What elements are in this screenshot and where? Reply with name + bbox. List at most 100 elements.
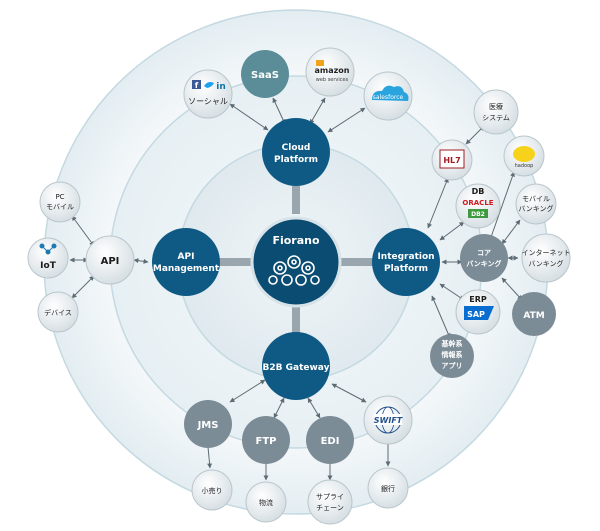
mobile-banking-line2: バンキング bbox=[518, 204, 553, 213]
node-retail[interactable]: 小売り bbox=[191, 469, 233, 511]
arrow-hl7 bbox=[427, 177, 449, 229]
node-core-banking[interactable]: コア バンキング bbox=[460, 234, 508, 282]
ftp-circle bbox=[242, 416, 290, 464]
gears-icon bbox=[268, 255, 320, 286]
node-medical[interactable]: 医療 システム bbox=[473, 89, 519, 135]
db-circle bbox=[455, 183, 501, 229]
node-bank[interactable]: 銀行 bbox=[367, 467, 409, 509]
node-db[interactable]: DB ORACLE DB2 bbox=[455, 183, 501, 229]
core-banking-circle bbox=[460, 234, 508, 282]
arrow-b2b-edi bbox=[307, 397, 321, 419]
bank-label: 銀行 bbox=[381, 484, 395, 493]
arrow-db bbox=[439, 221, 465, 241]
pc-mobile-circle bbox=[39, 181, 81, 223]
core-info-line1: 基幹系 bbox=[441, 339, 463, 348]
retail-circle bbox=[191, 469, 233, 511]
node-jms[interactable]: JMS bbox=[184, 400, 232, 448]
node-pc-mobile[interactable]: PC モバイル bbox=[39, 181, 81, 223]
hub-cloud-line2: Platform bbox=[274, 155, 318, 165]
iot-network-icon bbox=[39, 243, 57, 255]
internet-banking-line2: バンキング bbox=[528, 259, 563, 268]
edi-label: EDI bbox=[321, 436, 340, 447]
sap-label: SAP bbox=[467, 310, 485, 319]
node-iot[interactable]: IoT bbox=[27, 237, 69, 279]
mobile-banking-circle bbox=[515, 183, 557, 225]
core-info-line3: アプリ bbox=[442, 361, 463, 370]
arrow-hl7-medical bbox=[465, 125, 485, 145]
node-internet-banking[interactable]: インターネット バンキング bbox=[521, 233, 571, 283]
pc-mobile-line2: モバイル bbox=[46, 203, 74, 211]
hub-b2b-gateway[interactable]: B2B Gateway bbox=[262, 332, 330, 400]
db-label: DB bbox=[472, 187, 485, 196]
center-label: Fiorano bbox=[272, 234, 320, 247]
medical-line2: システム bbox=[482, 114, 510, 122]
hub-api-circle bbox=[152, 228, 220, 296]
node-erp[interactable]: ERP SAP bbox=[455, 289, 501, 335]
arrow-api-device bbox=[71, 275, 95, 299]
supply-chain-circle bbox=[307, 479, 353, 525]
atm-label: ATM bbox=[523, 311, 544, 321]
atm-circle bbox=[512, 292, 556, 336]
hub-api-line2: Management bbox=[153, 264, 220, 274]
hadoop-elephant-icon bbox=[513, 146, 535, 162]
sap-logo-icon bbox=[464, 306, 494, 320]
amazon-line2: web services bbox=[316, 77, 349, 83]
twitter-icon bbox=[204, 82, 214, 88]
arrow-b2b-swift bbox=[331, 383, 367, 403]
hub-integration-line1: Integration bbox=[377, 252, 434, 262]
hub-api-line1: API bbox=[178, 252, 195, 262]
device-label: デバイス bbox=[44, 308, 72, 317]
node-hadoop[interactable]: hadoop bbox=[503, 135, 545, 177]
node-amazon[interactable]: amazon web services bbox=[305, 47, 355, 97]
node-supply-chain[interactable]: サプライ チェーン bbox=[307, 479, 353, 525]
node-swift[interactable]: SWIFT bbox=[363, 395, 413, 445]
center-node[interactable]: Fiorano bbox=[250, 216, 342, 308]
edi-circle bbox=[306, 416, 354, 464]
saas-label: SaaS bbox=[251, 70, 279, 81]
connector-b2b bbox=[292, 304, 300, 334]
linkedin-letter: in bbox=[216, 82, 226, 92]
node-saas[interactable]: SaaS bbox=[241, 50, 289, 98]
swift-label-bg bbox=[374, 414, 402, 425]
arrow-core-atm bbox=[501, 277, 523, 301]
amazon-line1: amazon bbox=[315, 66, 350, 75]
node-edi[interactable]: EDI bbox=[306, 416, 354, 464]
node-api[interactable]: API bbox=[85, 235, 135, 285]
supply-chain-line1: サプライ bbox=[316, 493, 344, 501]
node-salesforce[interactable]: salesforce bbox=[363, 71, 413, 121]
hub-integration-platform[interactable]: Integration Platform bbox=[372, 228, 440, 296]
arrow-core-mobile bbox=[501, 219, 521, 245]
iot-circle bbox=[27, 237, 69, 279]
hub-cloud-circle bbox=[262, 118, 330, 186]
node-social[interactable]: f in ソーシャル bbox=[183, 69, 233, 119]
salesforce-label: salesforce bbox=[373, 94, 404, 101]
jms-circle bbox=[184, 400, 232, 448]
node-atm[interactable]: ATM bbox=[512, 292, 556, 336]
core-banking-line2: バンキング bbox=[466, 259, 501, 268]
hub-integration-circle bbox=[372, 228, 440, 296]
node-device[interactable]: デバイス bbox=[37, 291, 79, 333]
node-logistics[interactable]: 物流 bbox=[245, 481, 287, 523]
saas-circle bbox=[241, 50, 289, 98]
node-core-info-apps[interactable]: 基幹系 情報系 アプリ bbox=[430, 334, 474, 378]
down-arrows bbox=[207, 444, 391, 481]
core-info-circle bbox=[430, 334, 474, 378]
retail-label: 小売り bbox=[202, 486, 223, 495]
hl7-logo-icon bbox=[439, 149, 465, 169]
node-mobile-banking[interactable]: モバイル バンキング bbox=[515, 183, 557, 225]
arrow-salesforce-cloud bbox=[327, 107, 366, 133]
arrow-b2b-jms bbox=[229, 379, 266, 403]
core-info-line2: 情報系 bbox=[442, 350, 463, 359]
node-hl7[interactable]: HL7 bbox=[431, 139, 473, 181]
hub-cloud-platform[interactable]: Cloud Platform bbox=[262, 118, 330, 186]
node-ftp[interactable]: FTP bbox=[242, 416, 290, 464]
ftp-label: FTP bbox=[256, 436, 277, 447]
hub-api-management[interactable]: API Management bbox=[152, 228, 220, 296]
internet-banking-circle bbox=[521, 233, 571, 283]
supply-chain-line2: チェーン bbox=[316, 504, 344, 512]
db2-badge-icon bbox=[468, 209, 488, 218]
hub-b2b-circle bbox=[262, 332, 330, 400]
hub-integration-line2: Platform bbox=[384, 264, 428, 274]
social-circle bbox=[183, 69, 233, 119]
